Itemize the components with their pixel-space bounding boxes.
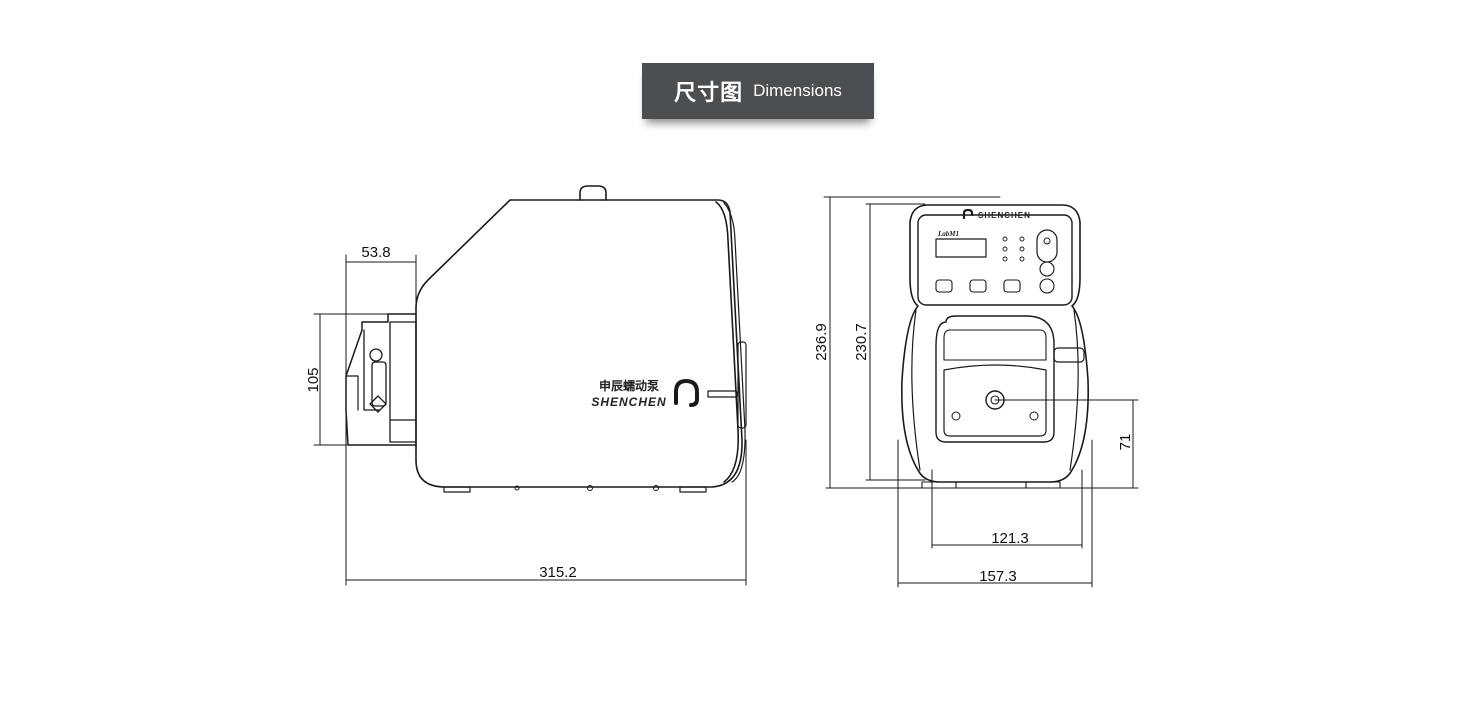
title-chinese: 尺寸图 [674, 81, 744, 106]
dim-total-height: 236.9 [813, 323, 830, 361]
side-brand-english: SHENCHEN [591, 395, 666, 409]
front-model: LabM1 [937, 230, 959, 238]
side-view-dimension-lines [313, 254, 747, 586]
side-brand-chinese: 申辰蠕动泵 [599, 378, 659, 393]
title-banner: 尺寸图 Dimensions [642, 63, 874, 119]
side-view-pump [345, 185, 747, 493]
dim-total-length: 315.2 [539, 564, 577, 581]
dim-total-width: 157.3 [979, 568, 1017, 585]
dim-foot-width: 121.3 [991, 530, 1029, 547]
dim-shaft-height: 71 [1117, 434, 1134, 451]
front-view-pump [901, 204, 1089, 489]
front-brand: SHENCHEN [978, 211, 1031, 220]
dim-head-height: 105 [305, 367, 322, 392]
dim-head-depth: 53.8 [361, 244, 390, 261]
dim-body-height: 230.7 [853, 323, 870, 361]
front-view-dimension-lines [823, 196, 1139, 588]
title-english: Dimensions [753, 81, 842, 100]
